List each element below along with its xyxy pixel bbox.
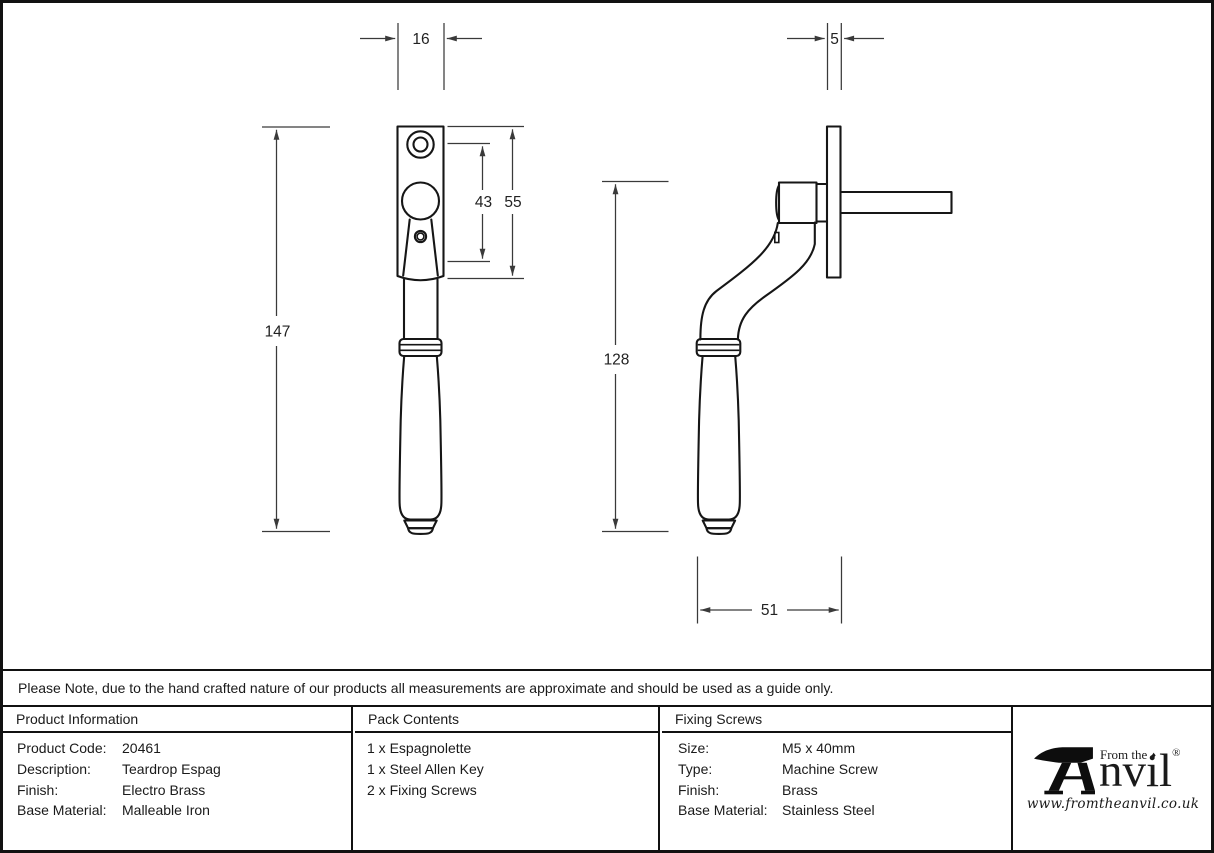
row-label: Finish: (678, 781, 720, 798)
side-backplate (825, 125, 842, 279)
note-row: Please Note, due to the hand crafted nat… (3, 669, 1211, 707)
side-grub-screw (773, 231, 780, 244)
front-screw-hole-outer (406, 130, 435, 159)
table-row: Size: M5 x 40mm (662, 738, 1011, 759)
front-finial-step (403, 519, 438, 530)
anvil-icon (1034, 747, 1095, 795)
side-collar (695, 337, 742, 358)
row-value: Stainless Steel (782, 802, 875, 819)
front-grub-screw-outer (413, 229, 428, 244)
technical-drawing-svg: 16 55 43 147 5 (262, 23, 953, 624)
dimension-side-plate-thickness: 5 (787, 23, 884, 90)
side-neck-right (736, 221, 816, 341)
list-item: 2 x Fixing Screws (367, 781, 477, 798)
table-row: Product Code: 20461 (3, 738, 351, 759)
row-label: Description: (17, 761, 91, 778)
front-screw-hole-inner (412, 136, 429, 153)
side-washer (815, 182, 829, 223)
dimension-front-plate-height: 55 (447, 125, 524, 280)
side-collar-rings (697, 343, 740, 352)
side-finial-step (701, 519, 737, 530)
dim-label-43: 43 (475, 194, 492, 211)
side-neck-left (699, 221, 779, 341)
side-handle-body (696, 354, 741, 521)
front-collar (398, 337, 443, 358)
row-value: Brass (782, 781, 818, 798)
front-view-drawing (396, 125, 445, 535)
table-row: Finish: Electro Brass (3, 779, 351, 800)
dimension-side-projection: 51 (696, 556, 843, 624)
row-value: Teardrop Espag (122, 761, 221, 778)
table-row: Description: Teardrop Espag (3, 759, 351, 780)
brand-logo: From the♦ nvil® www.fromtheanvil.co.uk (1015, 707, 1211, 850)
row-label: Size: (678, 740, 710, 757)
front-grub-screw-inner (416, 232, 425, 241)
row-label: Product Code: (17, 740, 107, 757)
registered-mark: ® (1172, 747, 1181, 759)
table-row: Base Material: Malleable Iron (3, 800, 351, 821)
table-row: Base Material: Stainless Steel (662, 800, 1011, 821)
fixing-screws-cell: Fixing Screws Size: M5 x 40mm Type: Mach… (662, 707, 1013, 850)
brand-name: nvil® (1099, 745, 1181, 797)
table-row: Type: Machine Screw (662, 759, 1011, 780)
row-value: M5 x 40mm (782, 740, 856, 757)
front-finial-tip (407, 527, 434, 535)
dim-label-55: 55 (504, 194, 521, 211)
dimension-front-total-height: 147 (262, 126, 330, 533)
side-knob-face-curve (775, 184, 781, 222)
list-item: 1 x Steel Allen Key (367, 761, 484, 778)
dim-label-5: 5 (830, 31, 839, 48)
row-label: Type: (678, 761, 713, 778)
row-value: Malleable Iron (122, 802, 210, 819)
table-row: Finish: Brass (662, 779, 1011, 800)
dimension-front-width: 16 (360, 23, 482, 90)
front-collar-rings (400, 343, 441, 352)
side-spindle (839, 190, 953, 215)
front-handle-body (398, 354, 443, 521)
dimension-side-height: 128 (602, 180, 669, 533)
product-information-header: Product Information (3, 707, 351, 733)
row-label: Base Material: (678, 802, 768, 819)
row-label: Base Material: (17, 802, 107, 819)
front-neck-taper-left (402, 218, 411, 277)
row-value: Electro Brass (122, 781, 206, 798)
brand-prefix: From the♦ (1100, 747, 1156, 762)
product-information-cell: Product Information Product Code: 20461 … (3, 707, 353, 850)
side-view-drawing (695, 125, 953, 535)
row-label: Finish: (17, 781, 59, 798)
side-knob (777, 181, 818, 225)
front-neck-taper-right (430, 218, 439, 277)
row-value: Machine Screw (782, 761, 878, 778)
front-backplate (396, 125, 445, 282)
note-text: Please Note, due to the hand crafted nat… (18, 680, 834, 696)
dim-label-16: 16 (412, 31, 429, 48)
list-item: 1 x Espagnolette (367, 740, 472, 757)
dimension-front-hole-spacing: 43 (447, 142, 492, 263)
pack-contents-header: Pack Contents (355, 707, 658, 733)
dim-label-51: 51 (761, 602, 778, 619)
fixing-screws-header: Fixing Screws (662, 707, 1011, 733)
pack-contents-cell: Pack Contents 1 x Espagnolette 1 x Steel… (355, 707, 660, 850)
side-finial-tip (705, 527, 733, 535)
brand-url: www.fromtheanvil.co.uk (1026, 796, 1200, 812)
dim-label-128: 128 (604, 352, 630, 369)
diamond-icon: ♦ (1151, 750, 1156, 760)
row-value: 20461 (122, 740, 161, 757)
front-knob (400, 181, 441, 221)
dim-label-147: 147 (265, 324, 291, 341)
